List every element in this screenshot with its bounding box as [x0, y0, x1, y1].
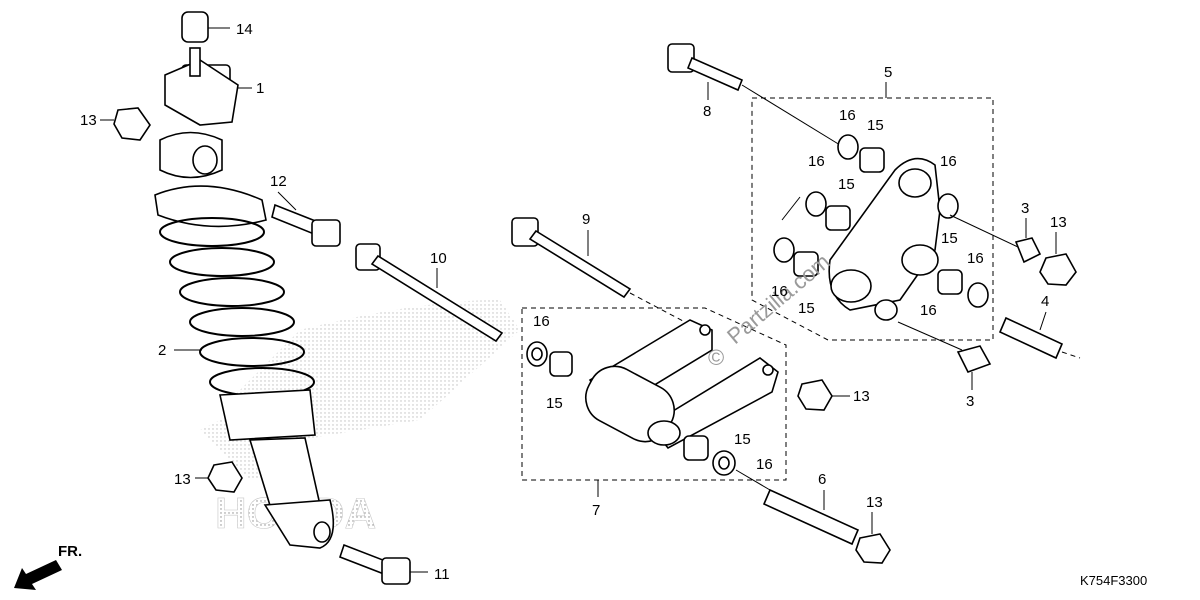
- callout-11: 11: [434, 566, 450, 583]
- bolt-12: [271, 203, 341, 247]
- top-nut: [181, 11, 230, 43]
- callout-16-c: 16: [940, 153, 957, 170]
- callout-8: 8: [703, 103, 711, 120]
- callout-6: 6: [818, 471, 826, 488]
- callout-16-f: 16: [920, 302, 937, 319]
- seal-16-rod-left: [526, 341, 548, 367]
- callout-1: 1: [256, 80, 264, 97]
- callout-2: 2: [158, 342, 166, 359]
- collar-3-lower: [897, 321, 992, 373]
- callout-16-h: 16: [756, 456, 773, 473]
- callout-12: 12: [270, 173, 287, 190]
- callout-13-right-top: 13: [1050, 214, 1067, 231]
- callout-9: 9: [582, 211, 590, 228]
- connecting-rod: [585, 319, 779, 450]
- callout-15-d: 15: [941, 230, 958, 247]
- callout-leaders: [174, 82, 1057, 534]
- callout-10: 10: [430, 250, 447, 267]
- callout-15-b: 15: [838, 176, 855, 193]
- callout-3-upper: 3: [1021, 200, 1029, 217]
- callout-13-bottom: 13: [866, 494, 883, 511]
- arm-assembly-box: [751, 97, 994, 341]
- bolt-8: [667, 43, 841, 146]
- callout-15-a: 15: [867, 117, 884, 134]
- collar-3-upper: [1014, 237, 1042, 264]
- pipe-4: [998, 316, 1081, 360]
- callout-3-lower: 3: [966, 393, 974, 410]
- pipe-6: [735, 469, 860, 546]
- callout-15-f: 15: [734, 431, 751, 448]
- bearing-15-rod-left: [549, 351, 573, 377]
- flange-nut-mid: [797, 379, 850, 411]
- callout-13-left-top: 13: [80, 112, 97, 129]
- front-arrow-icon: [14, 560, 62, 590]
- long-bolt-9: [511, 217, 701, 331]
- flange-nut-bottom: [855, 533, 891, 564]
- callout-15-e: 15: [546, 395, 563, 412]
- diagram-code: K754F3300: [1080, 573, 1147, 588]
- bearing-15-rod-right: [683, 435, 709, 461]
- seal-16-rod-right: [712, 450, 736, 476]
- bolt-11: [338, 543, 428, 585]
- callout-7: 7: [592, 502, 600, 519]
- callout-15-c: 15: [798, 300, 815, 317]
- callout-16-b: 16: [808, 153, 825, 170]
- callout-16-e: 16: [967, 250, 984, 267]
- callout-5: 5: [884, 64, 892, 81]
- front-marker-label: FR.: [58, 543, 82, 560]
- callout-14: 14: [236, 21, 253, 38]
- callout-16-g: 16: [533, 313, 550, 330]
- flange-nut-right-top: [1039, 253, 1077, 286]
- upper-bracket: [164, 47, 252, 126]
- callout-4: 4: [1041, 293, 1049, 310]
- arm-bearings: [773, 134, 989, 321]
- callouts: 14 1 13 2 12 10 9 8 5 16 15 16 15 16 16 …: [80, 21, 1067, 583]
- callout-16-d: 16: [771, 283, 788, 300]
- watermark-symbol: ©: [708, 345, 724, 370]
- flange-nut-left-top: [100, 107, 151, 141]
- flange-nut-left-bottom: [195, 461, 243, 493]
- long-bolt-10: [355, 243, 504, 343]
- callout-16-a: 16: [839, 107, 856, 124]
- callout-13-mid: 13: [853, 388, 870, 405]
- cushion-arm: [828, 157, 941, 311]
- callout-13-left-bottom: 13: [174, 471, 191, 488]
